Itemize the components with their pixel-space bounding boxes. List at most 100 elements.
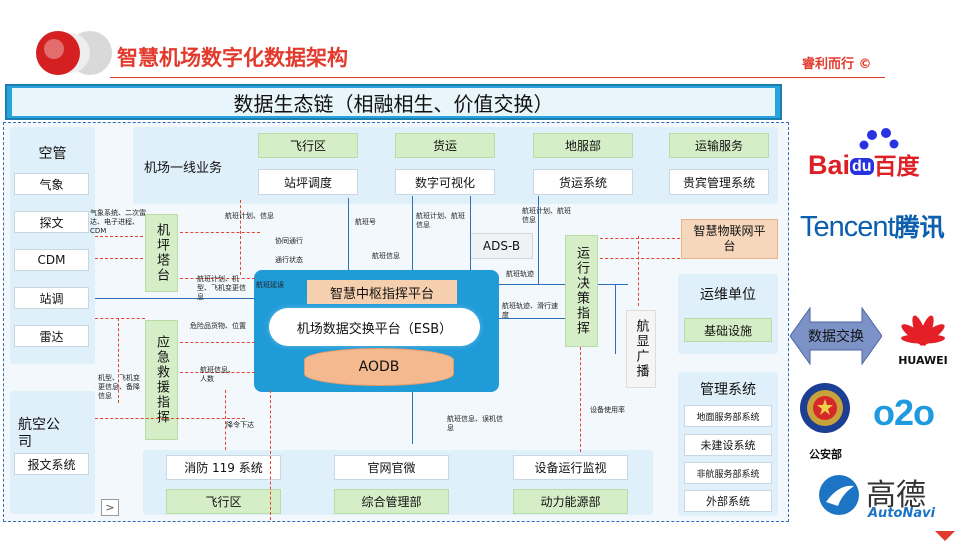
baowen-system: 报文系统 bbox=[14, 453, 89, 475]
huawei-logo: HUAWEI bbox=[888, 300, 958, 370]
connector bbox=[270, 390, 271, 520]
o2o-logo: o2o bbox=[873, 392, 935, 433]
airline-title: 航空公司 bbox=[18, 417, 60, 450]
bottom-general-mgmt: 综合管理部 bbox=[334, 489, 449, 514]
connector bbox=[600, 238, 680, 239]
connector bbox=[240, 200, 241, 275]
hub-title: 智慧中枢指挥平台 bbox=[307, 280, 457, 304]
annotation-flight-no: 航班号 bbox=[355, 218, 376, 226]
col-head-huoyun: 货运 bbox=[395, 133, 495, 158]
police-badge-icon bbox=[800, 383, 850, 433]
annotation-flight-plan-2: 航班计划、航班信息 bbox=[416, 212, 465, 229]
mgmt-item-unbuilt: 未建设系统 bbox=[684, 434, 772, 456]
annotation-flight-count: 航班信息、人数 bbox=[200, 366, 235, 383]
ops-decision: 运行决策指挥 bbox=[565, 235, 598, 347]
ops-unit-title: 运维单位 bbox=[700, 287, 756, 303]
connector bbox=[180, 278, 255, 279]
col-sub-shuzi: 数字可视化 bbox=[395, 169, 495, 195]
annotation-device-usage: 设备使用率 bbox=[590, 406, 625, 414]
connector bbox=[600, 258, 680, 259]
huawei-petal-icon bbox=[901, 315, 945, 346]
annotation-hazmat: 危险品货物、位置 bbox=[190, 322, 246, 330]
corner-mark bbox=[935, 528, 955, 541]
connector bbox=[225, 390, 226, 450]
next-button[interactable]: > bbox=[101, 499, 119, 516]
annotation-radar-info: 气象系统、二次雷达、电子进程、CDM bbox=[90, 209, 146, 235]
bottom-feixingqu: 飞行区 bbox=[166, 489, 281, 514]
airport-business-title: 机场一线业务 bbox=[144, 161, 223, 176]
connector bbox=[499, 318, 565, 319]
kongguan-item-tanwen: 探文 bbox=[14, 211, 89, 233]
logo-circles bbox=[18, 28, 113, 78]
connector bbox=[348, 198, 349, 270]
connector bbox=[95, 318, 145, 319]
col-sub-zhanping: 站坪调度 bbox=[258, 169, 358, 195]
annotation-delay: 航班延误 bbox=[256, 281, 284, 289]
annotation-flight-plan-3: 航班计划、航班信息 bbox=[522, 207, 571, 224]
col-head-difu: 地服部 bbox=[533, 133, 633, 158]
bottom-power-dept: 动力能源部 bbox=[513, 489, 628, 514]
connector bbox=[638, 236, 639, 306]
next-icon: > bbox=[105, 501, 115, 514]
bottom-official-web: 官网官微 bbox=[334, 455, 449, 480]
esb-cloud: 机场数据交换平台（ESB） bbox=[272, 311, 477, 343]
annotation-pass-status: 通行状态 bbox=[275, 256, 303, 264]
connector bbox=[615, 284, 616, 354]
mgmt-item-external: 外部系统 bbox=[684, 490, 772, 512]
connector bbox=[470, 196, 471, 270]
connector bbox=[95, 418, 245, 419]
annotation-coop-pass: 协同通行 bbox=[275, 237, 303, 245]
adsb-box: ADS-B bbox=[470, 233, 533, 259]
data-exchange-arrow: 数据交换 bbox=[790, 296, 882, 376]
connector bbox=[598, 284, 628, 285]
esb-label: 机场数据交换平台（ESB） bbox=[296, 321, 453, 337]
kongguan-item-radar: 雷达 bbox=[14, 325, 89, 347]
header-underline bbox=[110, 77, 885, 78]
ops-infrastructure: 基础设施 bbox=[684, 318, 772, 342]
col-head-feixingqu: 飞行区 bbox=[258, 133, 358, 158]
mgmt-title: 管理系统 bbox=[700, 382, 756, 398]
connector bbox=[538, 196, 539, 284]
connector bbox=[180, 342, 255, 343]
col-head-yunshu: 运输服务 bbox=[669, 133, 769, 158]
emergency-command: 应急救援指挥 bbox=[145, 320, 178, 440]
connector bbox=[180, 232, 260, 233]
bottom-device-monitor: 设备运行监视 bbox=[513, 455, 628, 480]
annotation-flight-info-1: 航班信息 bbox=[372, 252, 400, 260]
mgmt-item-ground: 地面服务部系统 bbox=[684, 405, 772, 427]
connector bbox=[180, 372, 255, 373]
display-broadcast: 航显广播 bbox=[626, 310, 656, 388]
annotation-aircraft-change: 机型、飞机变更信息、备降信息 bbox=[98, 374, 140, 400]
connector bbox=[499, 284, 565, 285]
gaode-wing-icon bbox=[819, 475, 859, 515]
annotation-flight-plan-1: 航班计划、信息 bbox=[225, 212, 274, 220]
iot-platform: 智慧物联网平台 bbox=[681, 219, 778, 259]
annotation-flight-plan-4: 航班计划、机型、飞机变更信息 bbox=[197, 275, 246, 301]
connector bbox=[118, 318, 119, 403]
col-sub-guibin: 贵宾管理系统 bbox=[669, 169, 769, 195]
connector bbox=[412, 392, 413, 444]
annotation-order-issued: 降令下达 bbox=[226, 421, 254, 429]
airline-panel: 航空公司 bbox=[10, 391, 95, 514]
aodb-cylinder: AODB bbox=[304, 348, 454, 386]
kongguan-title: 空管 bbox=[38, 146, 67, 162]
police-logo: 公安部 bbox=[798, 380, 853, 465]
connector bbox=[412, 196, 413, 270]
page-title: 智慧机场数字化数据架构 bbox=[117, 46, 348, 70]
gaode-logo: 高德 AutoNavi bbox=[818, 470, 960, 526]
jiping-tower: 机坪塔台 bbox=[145, 214, 178, 292]
bottom-fire119: 消防 119 系统 bbox=[166, 455, 281, 480]
annotation-flight-track-1: 航班轨迹 bbox=[506, 270, 534, 278]
brand-mark: 睿利而行 © bbox=[802, 57, 872, 72]
kongguan-panel: 空管 bbox=[10, 127, 95, 364]
kongguan-item-zhandiao: 站调 bbox=[14, 287, 89, 309]
tencent-logo: Tencent腾讯 bbox=[800, 211, 945, 243]
annotation-flight-track-2: 航班轨迹、滑行速度 bbox=[502, 302, 558, 319]
baidu-paw-icon bbox=[859, 128, 899, 150]
connector bbox=[95, 236, 143, 237]
ops-unit-panel: 运维单位 bbox=[678, 274, 778, 354]
aodb-label: AODB bbox=[358, 359, 400, 375]
kongguan-item-weather: 气象 bbox=[14, 173, 89, 195]
mgmt-item-nonaero: 非航服务部系统 bbox=[684, 462, 772, 484]
